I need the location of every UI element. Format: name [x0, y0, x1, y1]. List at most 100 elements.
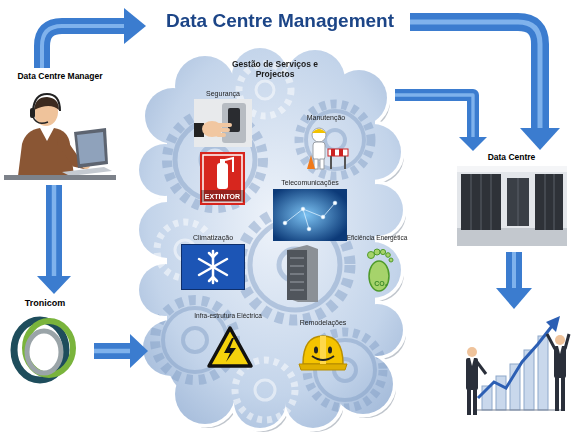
hard-hat-icon-part [314, 347, 318, 354]
growth-chart-illustration-part [496, 376, 506, 410]
growth-chart-illustration-part [546, 316, 560, 332]
diagram-title: Data Centre Management [150, 10, 410, 32]
flow-arrow-part [512, 252, 516, 288]
service-item: Manutenção [295, 114, 357, 174]
growth-chart-illustration-part [467, 347, 477, 357]
telecom-icon-part-part [285, 209, 303, 223]
growth-chart-illustration-part [477, 362, 486, 374]
manager-illustration-part [77, 132, 105, 164]
server-rack-icon-part [290, 290, 304, 291]
growth-chart-illustration-part [538, 336, 548, 410]
server-room-photo-part-part [481, 174, 482, 230]
extinguisher-sign-part [225, 158, 233, 172]
maintenance-icon-part [344, 156, 346, 169]
access-control-icon [194, 99, 252, 147]
flow-arrow [496, 252, 532, 309]
maintenance-icon-part [330, 156, 332, 169]
access-control-icon-part [194, 99, 252, 147]
server-room-photo-part [457, 228, 567, 246]
cloud-outline-part-part [125, 30, 425, 434]
sign-text: EXTINTOR [200, 193, 245, 200]
flow-arrow-part [506, 252, 522, 288]
maintenance-icon-part [320, 159, 324, 169]
manager-illustration-part [33, 94, 60, 111]
services-cloud: Gestão de Serviços e Projectos Segurança… [145, 50, 397, 425]
growth-chart-illustration-part [478, 326, 552, 398]
access-control-icon-part [218, 128, 230, 132]
growth-chart-illustration-part [561, 377, 565, 411]
node-label: Infra-estrutura Eléctrica [186, 312, 270, 319]
footprint-icon-part [389, 258, 393, 262]
flow-arrow-part [410, 22, 540, 128]
flow-arrow-part [42, 26, 124, 68]
growth-chart-illustration-part [476, 410, 562, 411]
hard-hat-icon [297, 330, 349, 380]
node-label: Segurança [190, 90, 256, 98]
manager-illustration [4, 84, 116, 182]
footprint-icon-part [386, 253, 391, 258]
maintenance-icon-part [312, 128, 326, 142]
node-label: Data Centre Manager [4, 72, 116, 82]
server-room-photo-part [535, 174, 563, 230]
server-room-photo-part-part [471, 174, 472, 230]
co2-label: CO₂ [366, 280, 396, 287]
maintenance-icon-part [331, 149, 335, 156]
manager-illustration-part [62, 167, 112, 176]
telecom-icon-part-part [323, 203, 335, 217]
growth-chart-illustration [466, 316, 569, 415]
telecom-icon [273, 189, 347, 241]
manager-illustration-part [40, 128, 54, 141]
telecom-icon-part [273, 189, 347, 241]
arrow-highlight [52, 185, 56, 276]
node-label: Climatização [178, 234, 248, 242]
cloud-outline-part-part-part-part [183, 328, 207, 352]
high-voltage-icon [206, 324, 254, 370]
company-logo-part [27, 331, 61, 373]
maintenance-icon-part [328, 149, 348, 156]
telecom-icon-part [283, 201, 337, 231]
arrow-highlight [94, 349, 130, 353]
node-label: Gestão de Serviços e Projectos [221, 60, 329, 80]
access-control-icon-part [228, 108, 240, 132]
actor-node: Data Centre Manager [4, 70, 116, 182]
high-voltage-icon-part [224, 338, 236, 362]
telecom-icon-part-part [321, 215, 325, 219]
manager-illustration-part [34, 98, 58, 126]
cooling-icon-part [181, 244, 245, 290]
flow-arrow [37, 185, 71, 294]
hard-hat-icon-part [299, 364, 347, 370]
extinguisher-sign-part [201, 190, 244, 202]
extinguisher-sign-part [200, 152, 245, 205]
arrow-head [37, 276, 71, 294]
maintenance-icon-part [339, 149, 343, 156]
hard-hat-icon-part [312, 356, 334, 360]
telecom-icon-part-part [283, 221, 287, 225]
server-room-photo-part-part [545, 174, 546, 230]
manager-illustration-part [30, 108, 35, 118]
growth-chart-illustration-part [555, 335, 565, 345]
maintenance-icon-part [312, 129, 326, 133]
hard-hat-icon-part [328, 347, 332, 354]
maintenance-icon-part [313, 142, 325, 160]
server-room-photo-part-part [554, 174, 555, 230]
server-room-photo-part [461, 174, 501, 230]
telecom-icon-part-part [303, 209, 323, 217]
telecom-icon-part-part [307, 227, 311, 231]
node-label: Manutenção [295, 114, 357, 122]
footprint-icon-part [374, 249, 380, 255]
maintenance-icon-part [307, 155, 315, 169]
server-rack-icon-part [290, 258, 304, 259]
server-room-photo-part [457, 166, 567, 246]
company-logo [4, 312, 86, 384]
access-control-icon-part [216, 123, 232, 127]
node-label: Data Centre [455, 153, 568, 163]
server-room-photo-part-part [491, 174, 492, 230]
flow-arrow-part [496, 288, 532, 309]
flow-arrow-part [410, 22, 540, 128]
cloud-outline-part [125, 30, 425, 434]
cloud-outline-part-part-part-part [325, 130, 345, 150]
cooling-icon-part-part [213, 277, 217, 281]
cooling-icon [181, 244, 245, 290]
growth-chart-illustration-part [467, 389, 471, 415]
extinguisher-sign-part [220, 159, 225, 164]
